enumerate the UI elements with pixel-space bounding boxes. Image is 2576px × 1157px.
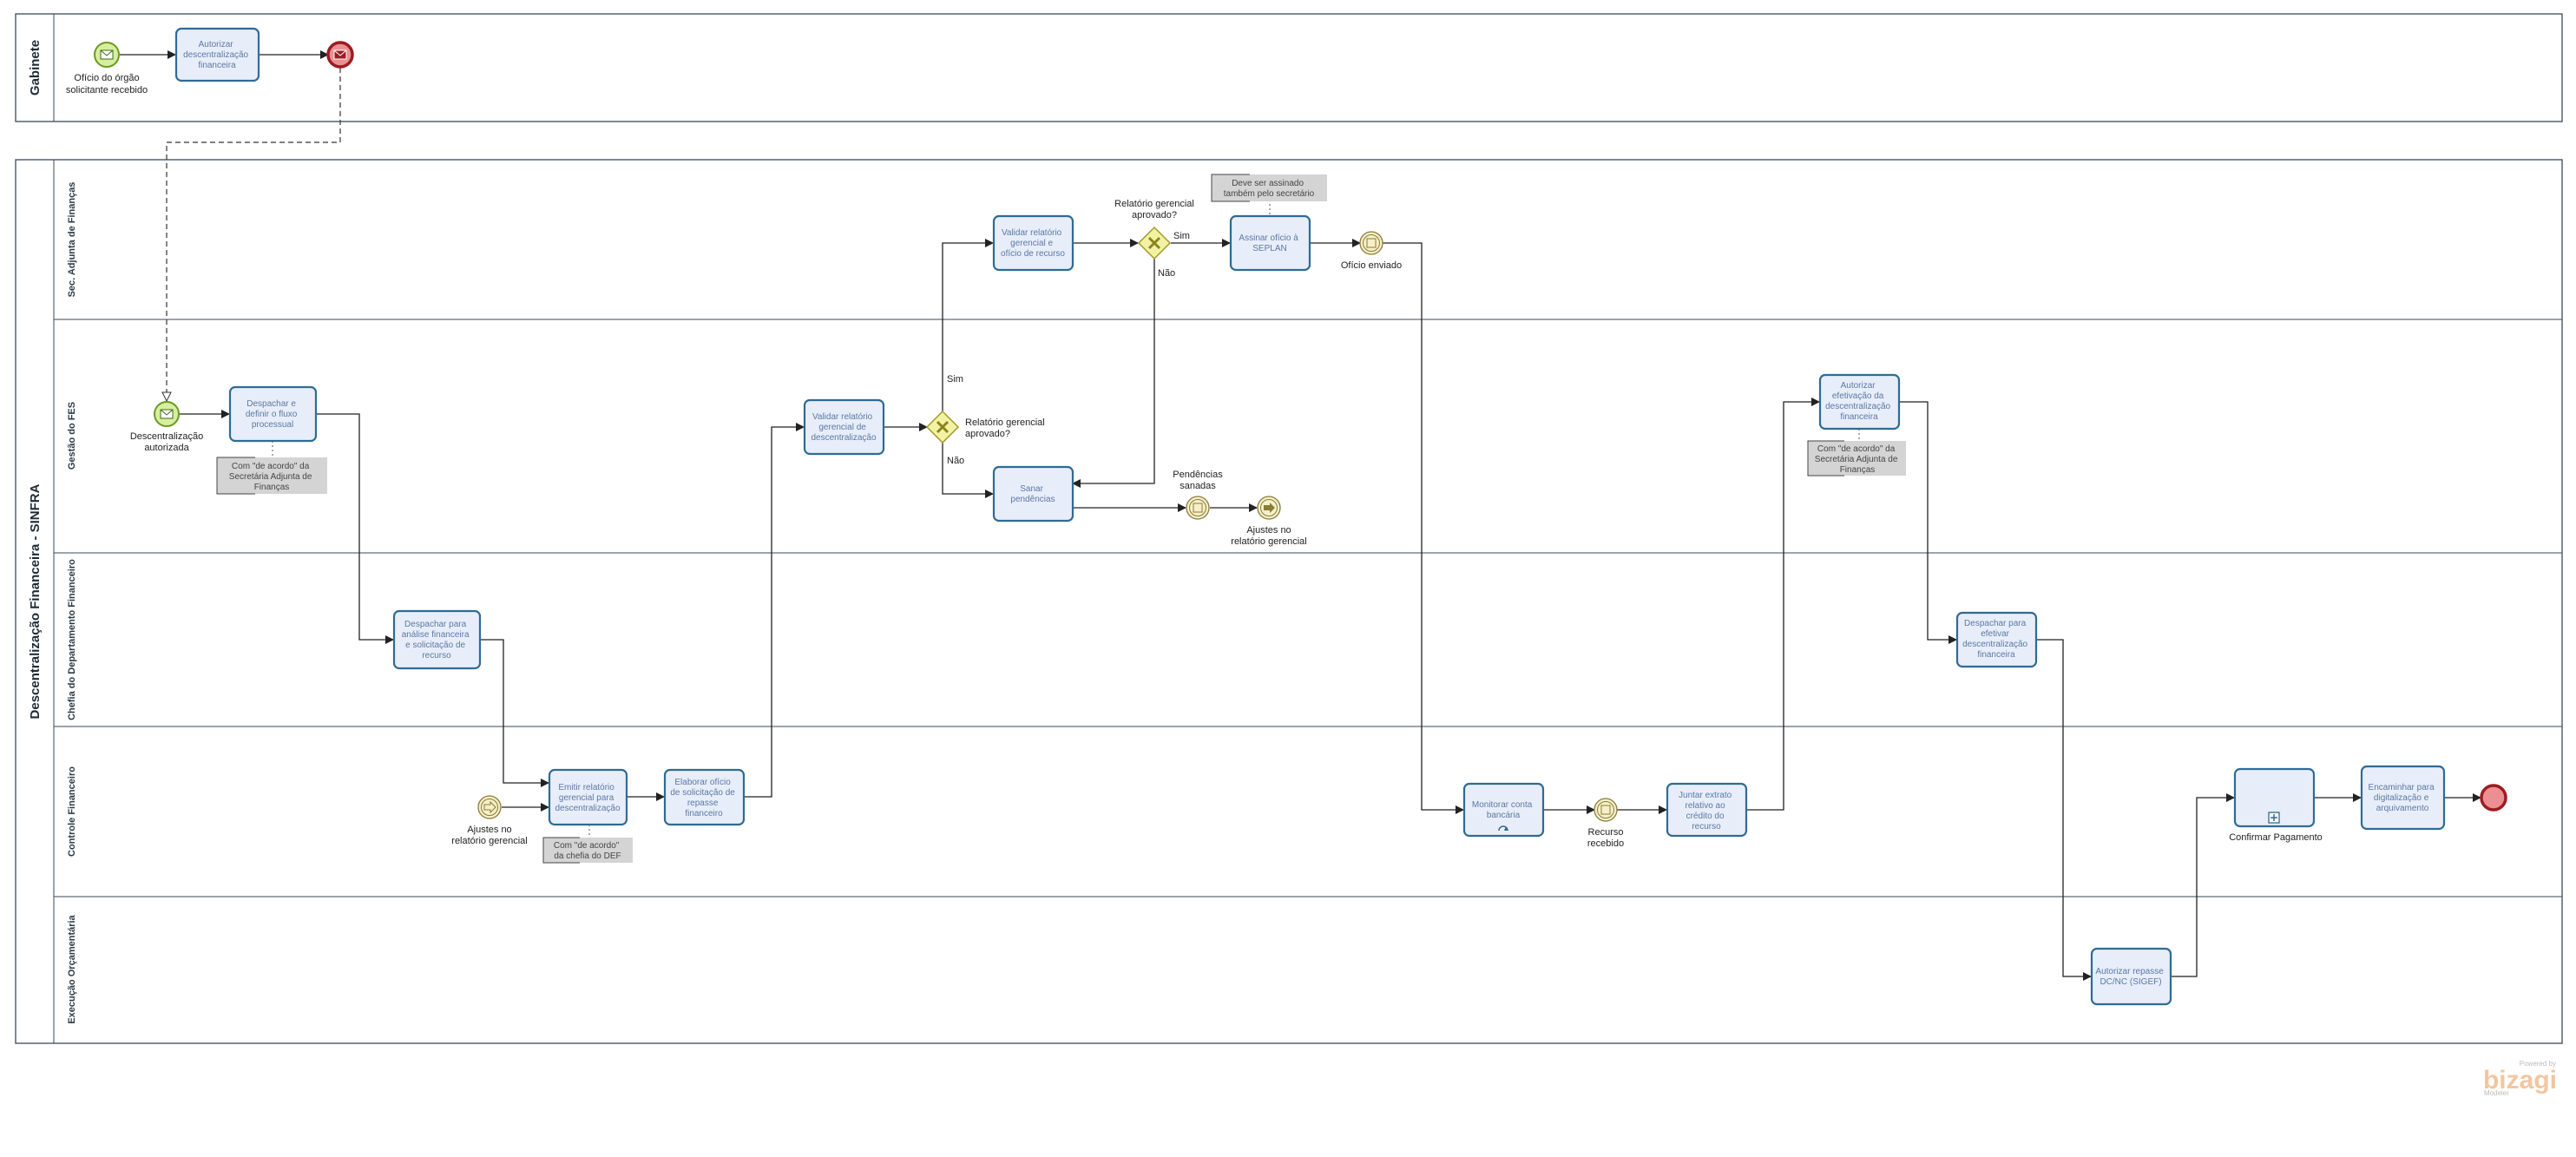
- event-label: relatório gerencial: [451, 836, 527, 846]
- lane-title-controle-fin: Controle Financeiro: [67, 766, 77, 857]
- gateway-label: aprovado?: [965, 429, 1010, 439]
- task-label: Autorizar efetivação da descentralização…: [1825, 381, 1893, 422]
- task-label: Juntar extrato relativo ao crédito do re…: [1679, 791, 1734, 832]
- message-flow: [167, 68, 341, 401]
- annotation-com-acordo-sec2: Com "de acordo" da Secretária Adjunta de…: [1807, 440, 1906, 477]
- event-label: relatório gerencial: [1231, 536, 1306, 547]
- gateway-yes-label: Sim: [1173, 231, 1190, 241]
- gateway-sec[interactable]: Relatório gerencial aprovado? Sim Não: [1114, 199, 1194, 279]
- gateway-no-label: Não: [947, 456, 964, 466]
- gateway-yes-label: Sim: [947, 374, 963, 385]
- pool-title-gabinete: Gabinete: [28, 40, 43, 95]
- task-despachar-efetivar[interactable]: Despachar para efetivar descentralização…: [1955, 611, 2038, 668]
- task-label: Validar relatório gerencial e ofício de …: [1001, 228, 1065, 259]
- task-validar-sec[interactable]: Validar relatório gerencial e ofício de …: [992, 214, 1074, 272]
- svg-text:Deve ser assinado também: Deve ser assinado também pelo secretário: [1224, 179, 1315, 199]
- svg-text:Com "de acordo" da Secre: Com "de acordo" da Secretária Adjunta de…: [1815, 444, 1900, 475]
- pool-sinfra: Descentralização Financeira - SINFRA Sec…: [15, 159, 2563, 1044]
- task-elaborar-oficio[interactable]: Elaborar ofício de solicitação de repass…: [663, 768, 746, 826]
- subprocess-confirmar-pagamento[interactable]: Confirmar Pagamento: [2229, 767, 2323, 843]
- svg-text:Modeler: Modeler: [2484, 1089, 2509, 1097]
- gateway-no-label: Não: [1158, 268, 1175, 279]
- svg-text:Powered by: Powered by: [2520, 1060, 2556, 1068]
- pool-title-sinfra: Descentralização Financeira - SINFRA: [28, 483, 43, 719]
- task-autorizar-repasse[interactable]: Autorizar repasse DC/NC (SIGEF): [2090, 947, 2172, 1006]
- task-label: Elaborar ofício de solicitação de repass…: [670, 778, 737, 818]
- annotation-com-acordo-chefia: Com "de acordo" da chefia do DEF: [542, 837, 633, 864]
- task-monitorar-conta[interactable]: Monitorar conta bancária: [1462, 782, 1545, 838]
- task-despachar-definir[interactable]: Despachar e definir o fluxo processual: [228, 385, 318, 443]
- task-sanar-pendencias[interactable]: Sanar pendências: [992, 465, 1074, 523]
- task-encaminhar-digitalizacao[interactable]: Encaminhar para digitalização e arquivam…: [2360, 765, 2446, 831]
- intermediate-event-pendencias[interactable]: Pendências sanadas: [1173, 470, 1223, 520]
- gateway-label: Relatório gerencial: [1114, 199, 1194, 209]
- svg-text:Com "de acordo" da Secre: Com "de acordo" da Secretária Adjunta de…: [229, 462, 314, 492]
- task-label: Validar relatório gerencial de descentra…: [811, 412, 876, 443]
- event-label: Ajustes no: [467, 825, 511, 835]
- event-label: Pendências: [1173, 470, 1223, 480]
- start-event-oficio[interactable]: Ofício do órgão solicitante recebido: [66, 42, 148, 95]
- task-label: Despachar e definir o fluxo processual: [246, 399, 299, 430]
- link-event-ajustes-gestao[interactable]: Ajustes no relatório gerencial: [1231, 496, 1307, 547]
- associations: [272, 200, 1860, 839]
- task-assinar-oficio[interactable]: Assinar ofício à SEPLAN: [1229, 214, 1311, 272]
- svg-text:Com "de acordo" da chefi: Com "de acordo" da chefia do DEF: [554, 841, 621, 861]
- sequence-flows: [120, 50, 2481, 981]
- gateway-label: Relatório gerencial: [965, 417, 1045, 428]
- annotation-com-acordo-sec: Com "de acordo" da Secretária Adjunta de…: [216, 457, 327, 495]
- event-label: sanadas: [1180, 481, 1216, 491]
- start-event-descentralizacao[interactable]: Descentralização autorizada: [130, 401, 203, 453]
- bizagi-branding: Powered by bizagi Modeler: [2483, 1060, 2557, 1097]
- lane-title-chefia-depto: Chefia do Departamento Financeiro: [67, 559, 77, 720]
- task-autorizar-descentralizacao[interactable]: Autorizar descentralização financeira: [174, 27, 260, 82]
- gateway-gestao[interactable]: Relatório gerencial aprovado? Sim Não: [925, 374, 1045, 466]
- intermediate-event-oficio-enviado[interactable]: Ofício enviado: [1341, 231, 1402, 271]
- exclusive-x-icon: [936, 420, 950, 434]
- task-label: Despachar para análise financeira e soli…: [402, 620, 472, 661]
- event-label: Recurso: [1588, 827, 1624, 838]
- end-event-message[interactable]: [326, 41, 354, 69]
- event-label: solicitante recebido: [66, 85, 148, 95]
- lane-title-execucao-orc: Execução Orçamentária: [67, 914, 77, 1023]
- task-label: Monitorar conta bancária: [1472, 800, 1534, 820]
- annotation-deve-assinado: Deve ser assinado também pelo secretário: [1211, 174, 1327, 202]
- task-emitir-relatorio[interactable]: Emitir relatório gerencial para descentr…: [548, 768, 628, 826]
- task-label: Sanar pendências: [1010, 484, 1055, 504]
- subprocess-label: Confirmar Pagamento: [2229, 832, 2323, 843]
- event-label: Descentralização: [130, 431, 203, 442]
- lane-title-sec-adjunta: Sec. Adjunta de Finanças: [67, 182, 77, 298]
- task-label: Autorizar descentralização financeira: [183, 40, 251, 70]
- event-label: Ofício enviado: [1341, 260, 1402, 271]
- event-label: recebido: [1587, 838, 1624, 849]
- task-label: Assinar ofício à SEPLAN: [1239, 233, 1300, 253]
- task-juntar-extrato[interactable]: Juntar extrato relativo ao crédito do re…: [1666, 782, 1748, 838]
- task-label: Encaminhar para digitalização e arquivam…: [2369, 783, 2437, 813]
- pool-gabinete: Gabinete: [15, 13, 2563, 122]
- task-label: Emitir relatório gerencial para descentr…: [555, 783, 620, 813]
- event-label: Ajustes no: [1246, 525, 1291, 536]
- bizagi-logo: bizagi: [2483, 1066, 2557, 1095]
- task-validar-gestao[interactable]: Validar relatório gerencial de descentra…: [803, 398, 885, 456]
- lane-title-gestao-fes: Gestão do FES: [67, 402, 77, 470]
- event-label: autorizada: [144, 443, 189, 453]
- task-autorizar-efetivacao[interactable]: Autorizar efetivação da descentralização…: [1818, 373, 1901, 431]
- end-event-final[interactable]: [2480, 784, 2507, 812]
- task-label: Despachar para efetivar descentralização…: [1962, 619, 2030, 660]
- event-label: Ofício do órgão: [74, 73, 139, 83]
- intermediate-event-recurso[interactable]: Recurso recebido: [1587, 798, 1624, 849]
- link-event-ajustes-controle[interactable]: Ajustes no relatório gerencial: [451, 795, 528, 846]
- task-despachar-analise[interactable]: Despachar para análise financeira e soli…: [392, 609, 482, 670]
- exclusive-x-icon: [1147, 236, 1161, 250]
- gateway-label: aprovado?: [1132, 210, 1177, 220]
- task-label: Autorizar repasse DC/NC (SIGEF): [2095, 967, 2165, 987]
